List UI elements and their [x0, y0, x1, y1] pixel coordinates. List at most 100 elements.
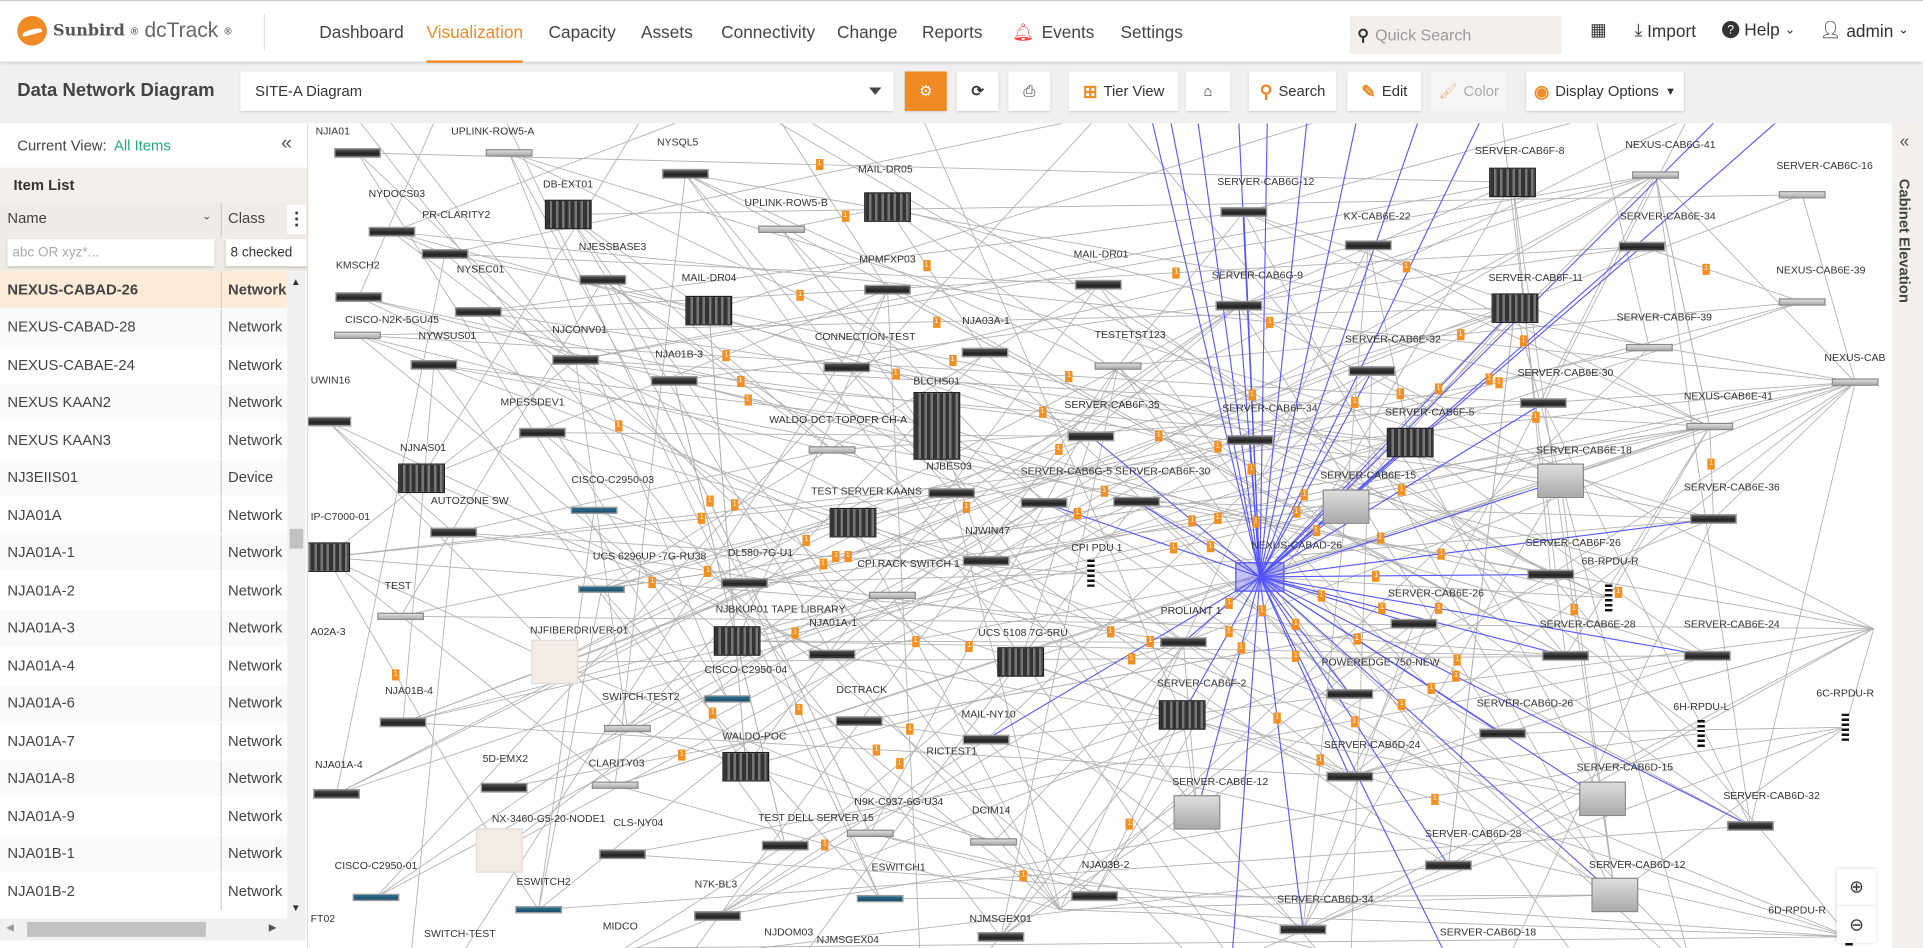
node-label[interactable]: NJA01A-4: [314, 758, 363, 771]
link-count-badge[interactable]: 1: [1397, 484, 1406, 496]
device-icon[interactable]: [1491, 293, 1539, 323]
zoom-out-button[interactable]: ⊖: [1849, 914, 1864, 934]
col-name-header[interactable]: Name: [7, 209, 47, 227]
device-icon[interactable]: [398, 463, 446, 494]
node-label[interactable]: SERVER-CAB6E-28: [1539, 617, 1636, 630]
node-label[interactable]: DB-EXT01: [543, 177, 594, 190]
node-label[interactable]: TESTETST123: [1094, 327, 1166, 341]
node-label[interactable]: 6H-RPDU-L: [1673, 700, 1730, 713]
scroll-left-icon[interactable]: ◀: [6, 922, 14, 934]
node-label[interactable]: UWIN16: [310, 373, 351, 386]
node-label[interactable]: MPMFXP03: [859, 252, 916, 266]
device-icon[interactable]: [544, 199, 592, 230]
node-label[interactable]: SERVER-CAB6G-9: [1211, 268, 1303, 282]
node-label[interactable]: RICTEST1: [926, 744, 978, 757]
node-label[interactable]: NJIA01: [315, 124, 350, 137]
node-label[interactable]: NJBES03: [926, 459, 972, 473]
device-icon[interactable]: [928, 488, 976, 499]
node-label[interactable]: SERVER-CAB6E-26: [1388, 586, 1484, 600]
node-label[interactable]: NJA03B-2: [1081, 857, 1130, 871]
device-icon[interactable]: [961, 347, 1009, 358]
search-button[interactable]: ⚲Search: [1248, 71, 1337, 111]
node-label[interactable]: NJMSGEX04: [816, 933, 879, 946]
device-icon[interactable]: [1215, 300, 1263, 311]
device-icon[interactable]: [1220, 207, 1268, 217]
device-icon[interactable]: [1778, 191, 1826, 199]
link-count-badge[interactable]: 1: [1402, 260, 1410, 272]
link-count-badge[interactable]: 1: [832, 551, 840, 563]
device-icon[interactable]: [1625, 343, 1673, 352]
nav-change[interactable]: Change: [837, 22, 898, 42]
device-icon[interactable]: [308, 416, 352, 427]
link-count-badge[interactable]: 1: [1237, 641, 1245, 654]
node-label[interactable]: 6C-RPDU-R: [1816, 686, 1875, 699]
node-label[interactable]: SERVER-CAB6E-32: [1344, 332, 1441, 346]
link-count-badge[interactable]: 1: [1213, 512, 1222, 525]
link-count-badge[interactable]: 1: [706, 495, 714, 507]
link-count-badge[interactable]: 1: [1273, 712, 1281, 724]
node-label[interactable]: MAIL-DR01: [1073, 247, 1129, 261]
link-count-badge[interactable]: 1: [1106, 625, 1114, 637]
node-label[interactable]: DCTRACK: [836, 682, 888, 696]
device-icon[interactable]: [761, 840, 809, 851]
device-icon[interactable]: [552, 355, 600, 365]
node-label[interactable]: CLS-NY04: [613, 816, 664, 829]
link-count-badge[interactable]: 1: [1247, 462, 1256, 474]
node-label[interactable]: POWEREDGE-750-NEW: [1321, 655, 1440, 669]
link-count-badge[interactable]: 1: [1485, 373, 1493, 385]
display-options-button[interactable]: ◉Display Options▼: [1526, 71, 1684, 111]
nav-dashboard[interactable]: Dashboard: [319, 22, 404, 42]
link-count-badge[interactable]: 1: [1316, 754, 1324, 766]
link-count-badge[interactable]: 1: [906, 722, 914, 735]
node-label[interactable]: DL580-7G-U1: [727, 546, 794, 559]
node-label[interactable]: SERVER-CAB6E-30: [1517, 366, 1614, 379]
node-label[interactable]: PR-CLARITY2: [422, 208, 491, 221]
device-icon[interactable]: [1527, 569, 1575, 580]
vertical-scrollbar[interactable]: ▲ ▼: [287, 271, 306, 919]
device-icon[interactable]: [1697, 719, 1705, 748]
link-count-badge[interactable]: 1: [1452, 670, 1460, 683]
node-label[interactable]: MIDCO: [602, 919, 638, 932]
device-icon[interactable]: [515, 906, 563, 914]
link-count-badge[interactable]: 1: [895, 757, 904, 770]
device-icon[interactable]: [1020, 498, 1068, 508]
link-count-badge[interactable]: 1: [948, 354, 957, 366]
node-label[interactable]: SERVER-CAB6F-39: [1616, 310, 1713, 323]
node-label[interactable]: N7K-BL3: [694, 877, 738, 891]
device-icon[interactable]: [604, 724, 651, 733]
device-icon[interactable]: [1618, 241, 1666, 252]
link-count-badge[interactable]: 1: [1292, 506, 1300, 518]
link-count-badge[interactable]: 1: [1292, 618, 1300, 630]
node-label[interactable]: DCIM14: [971, 803, 1011, 817]
device-icon[interactable]: [591, 781, 639, 789]
node-label[interactable]: CISCO-C2950-01: [334, 859, 418, 872]
link-count-badge[interactable]: 1: [802, 534, 810, 547]
calendar-icon[interactable]: ▦: [1590, 19, 1607, 40]
link-count-badge[interactable]: 1: [1456, 328, 1464, 340]
link-count-badge[interactable]: 1: [1169, 541, 1178, 553]
node-label[interactable]: NYSEC01: [456, 262, 505, 275]
color-button[interactable]: 🖌︎Color: [1431, 71, 1507, 111]
device-icon[interactable]: [1071, 891, 1119, 902]
link-count-badge[interactable]: 1: [922, 259, 931, 271]
device-icon[interactable]: [1087, 559, 1095, 587]
device-icon[interactable]: [1425, 860, 1472, 871]
node-label[interactable]: SERVER-CAB6C-16: [1776, 159, 1873, 172]
node-label[interactable]: UCS 5108 7G-5RU: [978, 626, 1068, 639]
cabinet-elevation-panel[interactable]: « Cabinet Elevation: [1892, 123, 1923, 948]
device-icon[interactable]: [377, 612, 425, 621]
link-count-badge[interactable]: 1: [1155, 430, 1163, 442]
device-icon[interactable]: [570, 506, 618, 515]
node-label[interactable]: NEXUS-CAB6E-41: [1683, 389, 1773, 402]
device-icon[interactable]: [308, 542, 351, 572]
node-label[interactable]: NYWSUS01: [418, 329, 477, 342]
node-label[interactable]: TEST DELL SERVER 15: [758, 811, 874, 824]
device-icon[interactable]: [475, 828, 523, 873]
link-count-badge[interactable]: 1: [736, 376, 745, 388]
column-menu-icon[interactable]: ⋮: [287, 204, 306, 235]
